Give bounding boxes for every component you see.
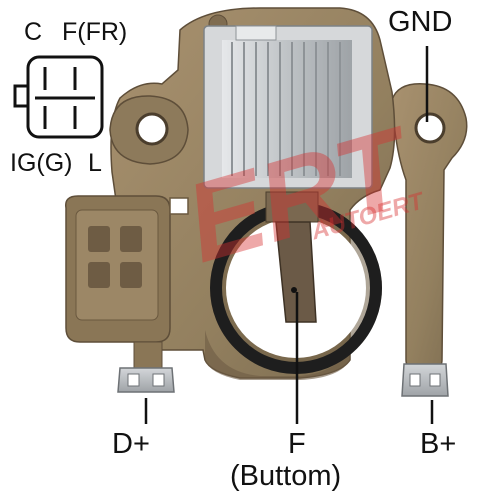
d-plus-connector — [65, 195, 189, 369]
b-plus-label: B+ — [420, 428, 457, 460]
d-plus-terminal — [117, 367, 175, 393]
pin-label-ig-g: IG(G) — [10, 149, 73, 177]
leader-lines — [144, 46, 434, 424]
pin-label-l: L — [88, 149, 102, 177]
pin-label-c: C — [24, 18, 43, 46]
f-note-label: (Buttom) — [230, 460, 342, 492]
b-plus-terminal — [401, 363, 449, 397]
b-plus-bracket — [391, 83, 468, 369]
d-plus-label: D+ — [112, 428, 150, 460]
mounting-hole-icon — [414, 112, 446, 144]
connector-pinout-icon — [13, 55, 104, 139]
pin-label-f-fr: F(FR) — [62, 18, 128, 46]
f-label: F — [288, 428, 306, 460]
heatsink-icon — [203, 25, 373, 189]
brush-ring — [210, 191, 382, 374]
mounting-hole-icon — [135, 112, 169, 146]
gnd-label: GND — [388, 6, 453, 38]
